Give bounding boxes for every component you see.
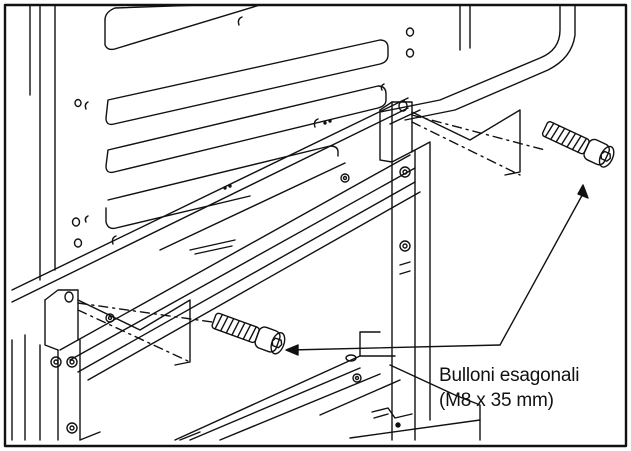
cabinet-rear-panel xyxy=(11,4,576,303)
hex-bolt-icon xyxy=(541,121,615,168)
hex-bolt-icon xyxy=(211,312,286,355)
callout-line-1: Bulloni esagonali xyxy=(439,365,580,386)
stand-frame xyxy=(11,101,521,441)
alignment-guides xyxy=(77,114,546,363)
figure-border xyxy=(3,3,628,448)
callout-line-2: (M8 x 35 mm) xyxy=(439,390,554,411)
callout-leaders xyxy=(285,184,589,356)
bolt-callout-label: Bulloni esagonali (M8 x 35 mm) xyxy=(439,363,579,413)
